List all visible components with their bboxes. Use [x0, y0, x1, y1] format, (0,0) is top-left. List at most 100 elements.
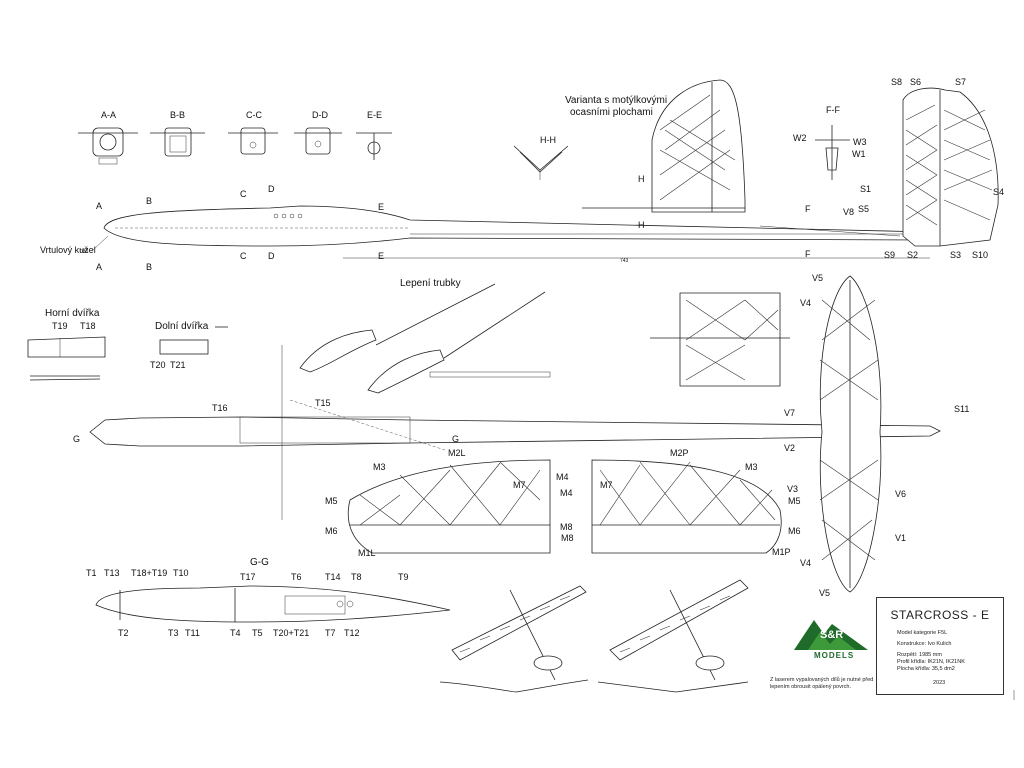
label-v5-top: V5 [812, 273, 823, 283]
label-t4: T4 [230, 628, 241, 638]
marker-h-top: H [638, 174, 645, 184]
upper-hatch: Horní dvířka T19 T18 [27, 308, 106, 381]
stabilizer-top-view: V5 V4 V7 V2 V3 V6 V1 V4 V5 [784, 273, 906, 598]
label-s7: S7 [955, 77, 966, 87]
model-3d-view-left [451, 585, 587, 681]
label-m2l: M2L [448, 448, 466, 458]
cross-section-bb: B-B [150, 110, 205, 157]
label-t3: T3 [168, 628, 179, 638]
label-t17: T17 [240, 572, 256, 582]
sr-models-logo: S&R MODELS [794, 620, 868, 660]
marker-h-bottom: H [638, 220, 645, 230]
svg-text:743: 743 [620, 258, 629, 264]
section-ee-label: E-E [367, 110, 382, 120]
label-m6-left: M6 [325, 526, 338, 536]
label-t19: T19 [52, 321, 68, 331]
label-t13: T13 [104, 568, 120, 578]
model-year: 2023 [933, 680, 946, 686]
label-m4-left: M4 [556, 472, 569, 482]
label-m7-left: M7 [513, 480, 526, 490]
lower-hatch: Dolní dvířka T20 T21 [150, 321, 228, 370]
marker-a-top: A [96, 201, 102, 211]
section-bb-label: B-B [170, 110, 185, 120]
label-t8: T8 [351, 572, 362, 582]
upper-hatch-title: Horní dvířka [45, 308, 100, 319]
label-v3: V3 [787, 484, 798, 494]
tube-title: Lepení trubky [400, 278, 461, 289]
logo-sub: MODELS [814, 651, 854, 660]
model-front-views [439, 679, 749, 693]
label-s10: S10 [972, 250, 988, 260]
label-t7: T7 [325, 628, 336, 638]
label-v2: V2 [784, 443, 795, 453]
label-m8-right: M8 [560, 522, 573, 532]
label-s5: S5 [858, 204, 869, 214]
label-t20: T20 [150, 360, 166, 370]
section-aa-label: A-A [101, 110, 116, 120]
section-cc-label: C-C [246, 110, 262, 120]
label-m1l: M1L [358, 548, 376, 558]
section-dd-label: D-D [312, 110, 328, 120]
label-t11: T11 [185, 628, 200, 638]
wing-left-panel: M3 M2L M5 M6 M1L M7 M4 M8 [325, 448, 574, 558]
marker-e-bottom: E [378, 251, 384, 261]
marker-f-bottom: F [805, 249, 811, 259]
label-t18: T18 [80, 321, 96, 331]
fin-side-view: S8 S6 S7 S1 S4 S5 V8 S9 S2 S3 S10 [843, 77, 1004, 260]
section-hh: H-H [513, 135, 569, 180]
logo-brand: S&R [820, 629, 843, 641]
section-ff: F-F W2 W3 W1 [793, 105, 867, 180]
label-t2: T2 [118, 628, 129, 638]
label-v8: V8 [843, 207, 854, 217]
title-block: STARCROSS - E Model kategorie F5L Konstr… [876, 597, 1004, 695]
nose-cone-label: Vrtulový kužel [40, 245, 96, 255]
label-m3-left: M3 [373, 462, 386, 472]
lower-hatch-title: Dolní dvířka [155, 321, 209, 332]
fuselage-section-gg: G-G T1 T13 T18+T19 T10 T17 T6 T14 T8 T9 … [86, 557, 451, 638]
label-s4: S4 [993, 187, 1004, 197]
label-v1: V1 [895, 533, 906, 543]
marker-d-bottom: D [268, 251, 275, 261]
label-w2: W2 [793, 133, 807, 143]
label-m6-right: M6 [788, 526, 801, 536]
label-v6: V6 [895, 489, 906, 499]
tube-gluing: Lepení trubky [299, 278, 551, 394]
label-w1: W1 [852, 149, 866, 159]
variant-title-line2: ocasními plochami [570, 107, 653, 118]
wing-right-panel: M2P M3 M7 M4 M5 M6 M8 M1P [560, 448, 801, 557]
label-m8-left: M8 [561, 533, 574, 543]
cross-section-cc: C-C [228, 110, 278, 155]
label-m7-right: M7 [600, 480, 613, 490]
label-s9: S9 [884, 250, 895, 260]
label-t12: T12 [344, 628, 360, 638]
label-s1: S1 [860, 184, 871, 194]
variant-title-line1: Varianta s motýlkovými [565, 95, 667, 106]
label-t14: T14 [325, 572, 341, 582]
label-t5: T5 [252, 628, 263, 638]
label-v4-bottom: V4 [800, 558, 811, 568]
model-category: Model kategorie F5L [897, 630, 948, 636]
label-t18-t19: T18+T19 [131, 568, 167, 578]
model-designer: Konstrukce: Ivo Kulich [897, 641, 952, 647]
model-3d-view-right [609, 579, 749, 681]
label-v7: V7 [784, 408, 795, 418]
label-m3-right: M3 [745, 462, 758, 472]
label-s8: S8 [891, 77, 902, 87]
model-wing-area: Plocha křídla: 35,5 dm2 [897, 666, 955, 672]
label-t16: T16 [212, 403, 228, 413]
fuselage-windows [273, 213, 303, 219]
cross-section-ee: E-E [356, 110, 392, 160]
label-t9: T9 [398, 572, 409, 582]
label-s2: S2 [907, 250, 918, 260]
label-w3: W3 [853, 137, 867, 147]
section-ff-label: F-F [826, 105, 840, 115]
marker-c-bottom: C [240, 251, 247, 261]
marker-c-top: C [240, 189, 247, 199]
logo-mountain-shape [794, 620, 868, 650]
model-name: STARCROSS - E [890, 608, 990, 622]
label-t1: T1 [86, 568, 97, 578]
label-t20-t21: T20+T21 [273, 628, 309, 638]
marker-d-top: D [268, 184, 275, 194]
label-t10: T10 [173, 568, 189, 578]
